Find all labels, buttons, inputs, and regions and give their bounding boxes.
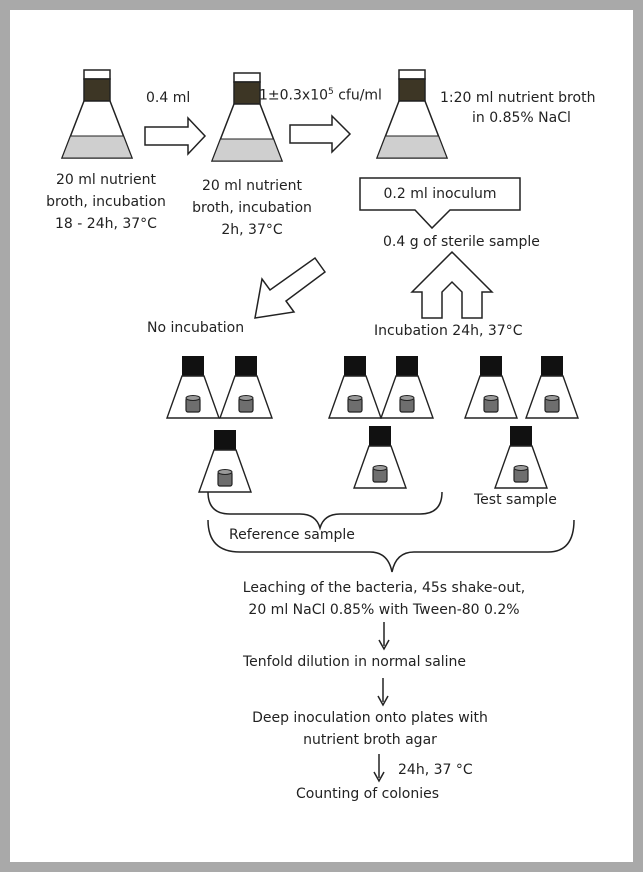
flask2-label-line2: broth, incubation <box>192 200 312 216</box>
dilution-label-line2: in 0.85% NaCl <box>472 110 571 126</box>
transfer-volume-label: 0.4 ml <box>146 90 191 106</box>
leaching-label-line2: 20 ml NaCl 0.85% with Tween-80 0.2% <box>248 602 520 618</box>
diluted-culture-flask <box>376 69 448 159</box>
flow-arrow-3 <box>373 754 385 783</box>
all-samples-brace <box>207 519 575 573</box>
no-incubation-label: No incubation <box>147 320 245 336</box>
counting-label: Counting of colonies <box>296 786 440 802</box>
split-arrow <box>410 250 494 319</box>
cfu-unit: cfu/ml <box>333 87 382 104</box>
deep-inoculation-line2: nutrient broth agar <box>303 732 437 748</box>
test-flask <box>525 355 579 419</box>
cfu-base: 1±0.3x10 <box>259 87 329 104</box>
inoculum-label: 0.2 ml inoculum <box>383 186 497 202</box>
flask1-label-line2: broth, incubation <box>46 194 166 210</box>
flask1-label-line1: 20 ml nutrient <box>55 172 157 188</box>
deep-inoculation-line1: Deep inoculation onto plates with <box>252 710 488 726</box>
cfu-exponent: 5 <box>328 87 334 97</box>
test-sample-label: Test sample <box>474 492 557 508</box>
stock-culture-flask <box>61 69 133 159</box>
reference-flask <box>198 429 252 493</box>
final-incubation-label: 24h, 37 °C <box>398 762 473 778</box>
no-incubation-arrow <box>254 256 327 319</box>
flask1-label-line3: 18 - 24h, 37°C <box>55 216 157 232</box>
sterile-sample-label: 0.4 g of sterile sample <box>383 234 540 250</box>
reference-flask <box>328 355 382 419</box>
reference-flask <box>166 355 220 419</box>
inoculum-box <box>359 177 521 230</box>
test-flask <box>464 355 518 419</box>
reference-sample-label: Reference sample <box>229 527 355 543</box>
tenfold-dilution-label: Tenfold dilution in normal saline <box>243 654 467 670</box>
transfer-arrow-2 <box>289 114 352 154</box>
incubation-label: Incubation 24h, 37°C <box>374 323 523 339</box>
cfu-concentration-label: 1±0.3x105 cfu/ml <box>259 82 382 106</box>
dilution-label-line1: 1:20 ml nutrient broth <box>440 90 596 106</box>
flow-arrow-2 <box>377 678 389 707</box>
reference-flask <box>380 355 434 419</box>
reference-flask <box>219 355 273 419</box>
flask2-label-line1: 20 ml nutrient <box>201 178 303 194</box>
test-flask <box>494 425 548 489</box>
flask2-label-line3: 2h, 37°C <box>221 222 283 238</box>
leaching-label-line1: Leaching of the bacteria, 45s shake-out, <box>242 580 526 596</box>
transfer-arrow-1 <box>144 116 207 156</box>
reference-brace <box>207 491 443 531</box>
flow-arrow-1 <box>378 622 390 651</box>
reference-flask <box>353 425 407 489</box>
